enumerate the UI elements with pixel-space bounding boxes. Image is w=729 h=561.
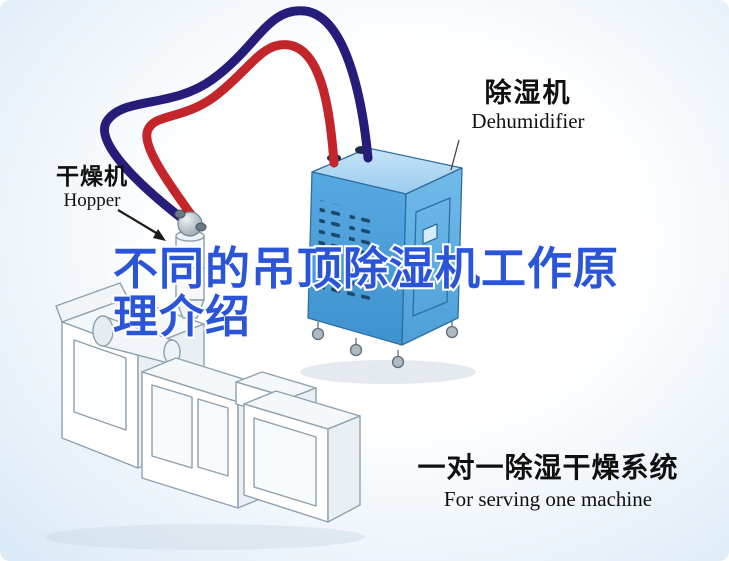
vent-grille-right — [347, 208, 374, 303]
hose-connector-navy — [174, 209, 186, 219]
service-door — [412, 197, 451, 317]
hopper-cone — [175, 299, 205, 319]
mid-door-right — [197, 398, 229, 477]
processing-machine — [55, 230, 361, 523]
supply-hose — [142, 40, 339, 232]
right-cabinet-side — [327, 415, 361, 523]
door-handle — [441, 250, 445, 254]
dehumidifier-label: 除湿机 Dehumidifier — [446, 78, 610, 133]
system-label-en: For serving one machine — [443, 487, 653, 512]
barrel-end — [92, 315, 114, 347]
vent-grille-left — [317, 200, 344, 296]
control-display — [422, 223, 438, 245]
page-title: 不同的吊顶除湿机工作原 理介绍 — [111, 240, 620, 345]
machine-shadow — [45, 524, 365, 550]
title-line-1: 不同的吊顶除湿机工作原 — [113, 242, 619, 295]
right-door-panel — [253, 417, 317, 507]
system-label-cn: 一对一除湿干燥系统 — [417, 451, 679, 484]
return-hose — [100, 6, 373, 222]
caster-wheels — [311, 320, 459, 369]
dehumidifier-unit — [307, 146, 463, 369]
hopper-pointer-arrow — [117, 209, 166, 241]
hose-connector-red — [195, 222, 207, 232]
dehumidifier-shadow — [300, 360, 476, 384]
hopper-label-en: Hopper — [63, 190, 121, 212]
hopper-label: 干燥机 Hopper — [36, 164, 148, 212]
system-label: 一对一除湿干燥系统 For serving one machine — [403, 451, 693, 512]
mid-door-left — [151, 384, 193, 469]
left-cabinet-panel — [73, 339, 127, 431]
title-line-2: 理介绍 — [113, 290, 251, 343]
dehumidifier-label-en: Dehumidifier — [471, 109, 585, 134]
dehumidifier-pointer-line — [450, 139, 460, 171]
hopper-label-cn: 干燥机 — [56, 164, 128, 190]
dehumidifier-label-cn: 除湿机 — [484, 78, 572, 109]
